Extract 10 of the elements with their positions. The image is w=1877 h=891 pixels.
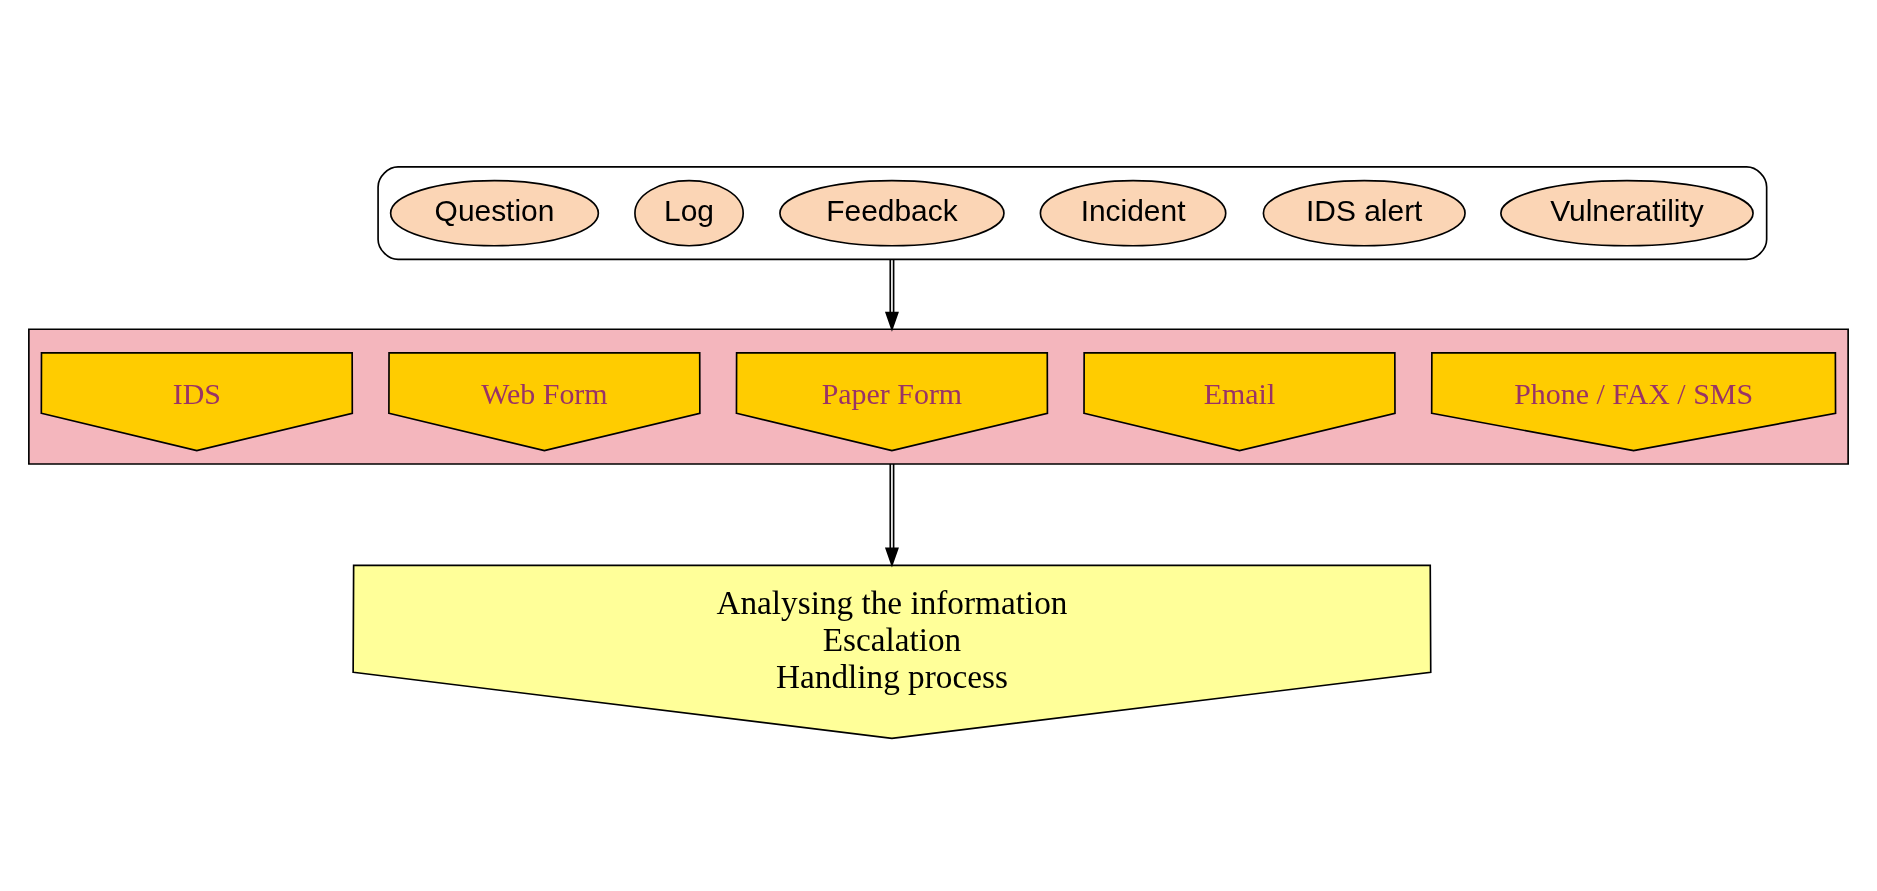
arrow — [884, 258, 899, 332]
cluster — [28, 327, 1849, 465]
node-ellipse: Log — [634, 179, 745, 247]
node-ellipse: Feedback — [779, 179, 1005, 247]
node-ellipse: Question — [389, 179, 600, 247]
arrow — [884, 462, 899, 567]
node-ellipse: Incident — [1039, 179, 1227, 247]
node-ellipse: IDS alert — [1262, 179, 1466, 247]
cluster — [377, 165, 1768, 260]
node-ellipse: Vulneratility — [1500, 179, 1754, 247]
